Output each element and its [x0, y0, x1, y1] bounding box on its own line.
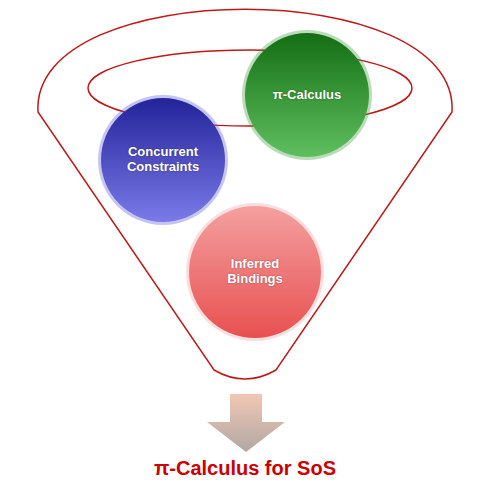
result-label: π-Calculus for SoS — [154, 457, 336, 480]
circle-content: Inferred Bindings — [189, 206, 321, 338]
circle-content: Concurrent Constraints — [101, 98, 225, 222]
circle-content: π-Calculus — [245, 33, 369, 157]
node-label: π-Calculus — [273, 88, 341, 103]
text-column: Inferred Bindings — [206, 257, 304, 287]
funnel-outline — [38, 9, 452, 379]
text-column: Concurrent Constraints — [117, 145, 209, 175]
bindings-circle: Inferred Bindings — [189, 206, 321, 338]
node-label: Concurrent Constraints — [117, 145, 209, 175]
node-label: Inferred Bindings — [206, 257, 304, 287]
text-column: π-Calculus — [273, 88, 341, 103]
constraint-circle: Concurrent Constraints — [101, 98, 225, 222]
down-arrow — [207, 394, 285, 452]
calculus-circle: π-Calculus — [245, 33, 369, 157]
